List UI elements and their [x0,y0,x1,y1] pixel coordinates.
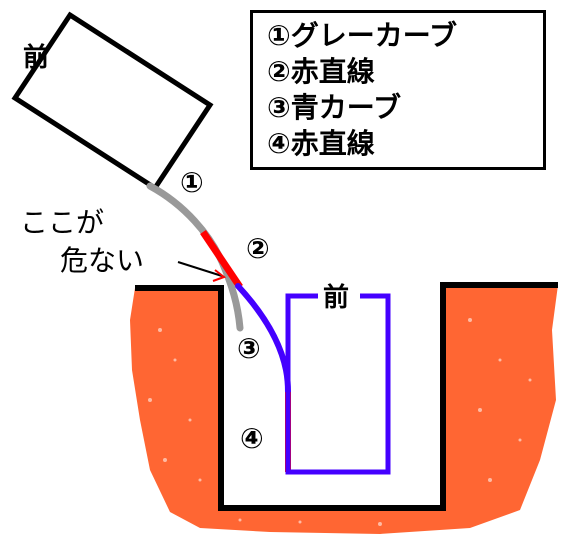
danger-label-line1: ここが [20,206,104,239]
danger-arrow [177,261,223,277]
ground-texture [148,318,532,526]
parked-car-outline [285,293,391,475]
legend-num-4: ④ [267,127,291,160]
car-front-label: 前 [23,42,49,73]
legend-item-3: ③青カーブ [267,91,401,125]
marker-3: ③ [237,332,261,365]
spot-front-label: 前 [323,282,349,313]
legend-num-1: ① [267,19,291,52]
red-line-upper [200,230,243,289]
marker-4: ④ [240,422,264,455]
car-body [11,11,214,192]
legend-text-2: 赤直線 [290,55,375,88]
marker-2: ② [246,232,270,265]
danger-arrow-head [212,269,227,282]
legend: ①グレーカーブ ②赤直線 ③青カーブ ④赤直線 [250,10,546,170]
legend-num-3: ③ [267,91,291,124]
ground-area [130,285,558,534]
ground-outline [135,282,558,511]
legend-item-4: ④赤直線 [267,127,375,161]
legend-text-1: グレーカーブ [290,19,458,52]
legend-item-2: ②赤直線 [267,55,375,89]
legend-text-4: 赤直線 [290,127,375,160]
danger-label-line2: 危ない [60,244,144,277]
legend-num-2: ② [267,55,291,88]
legend-item-1: ①グレーカーブ [267,19,457,53]
legend-text-3: 青カーブ [290,91,402,124]
marker-1: ① [180,166,204,199]
